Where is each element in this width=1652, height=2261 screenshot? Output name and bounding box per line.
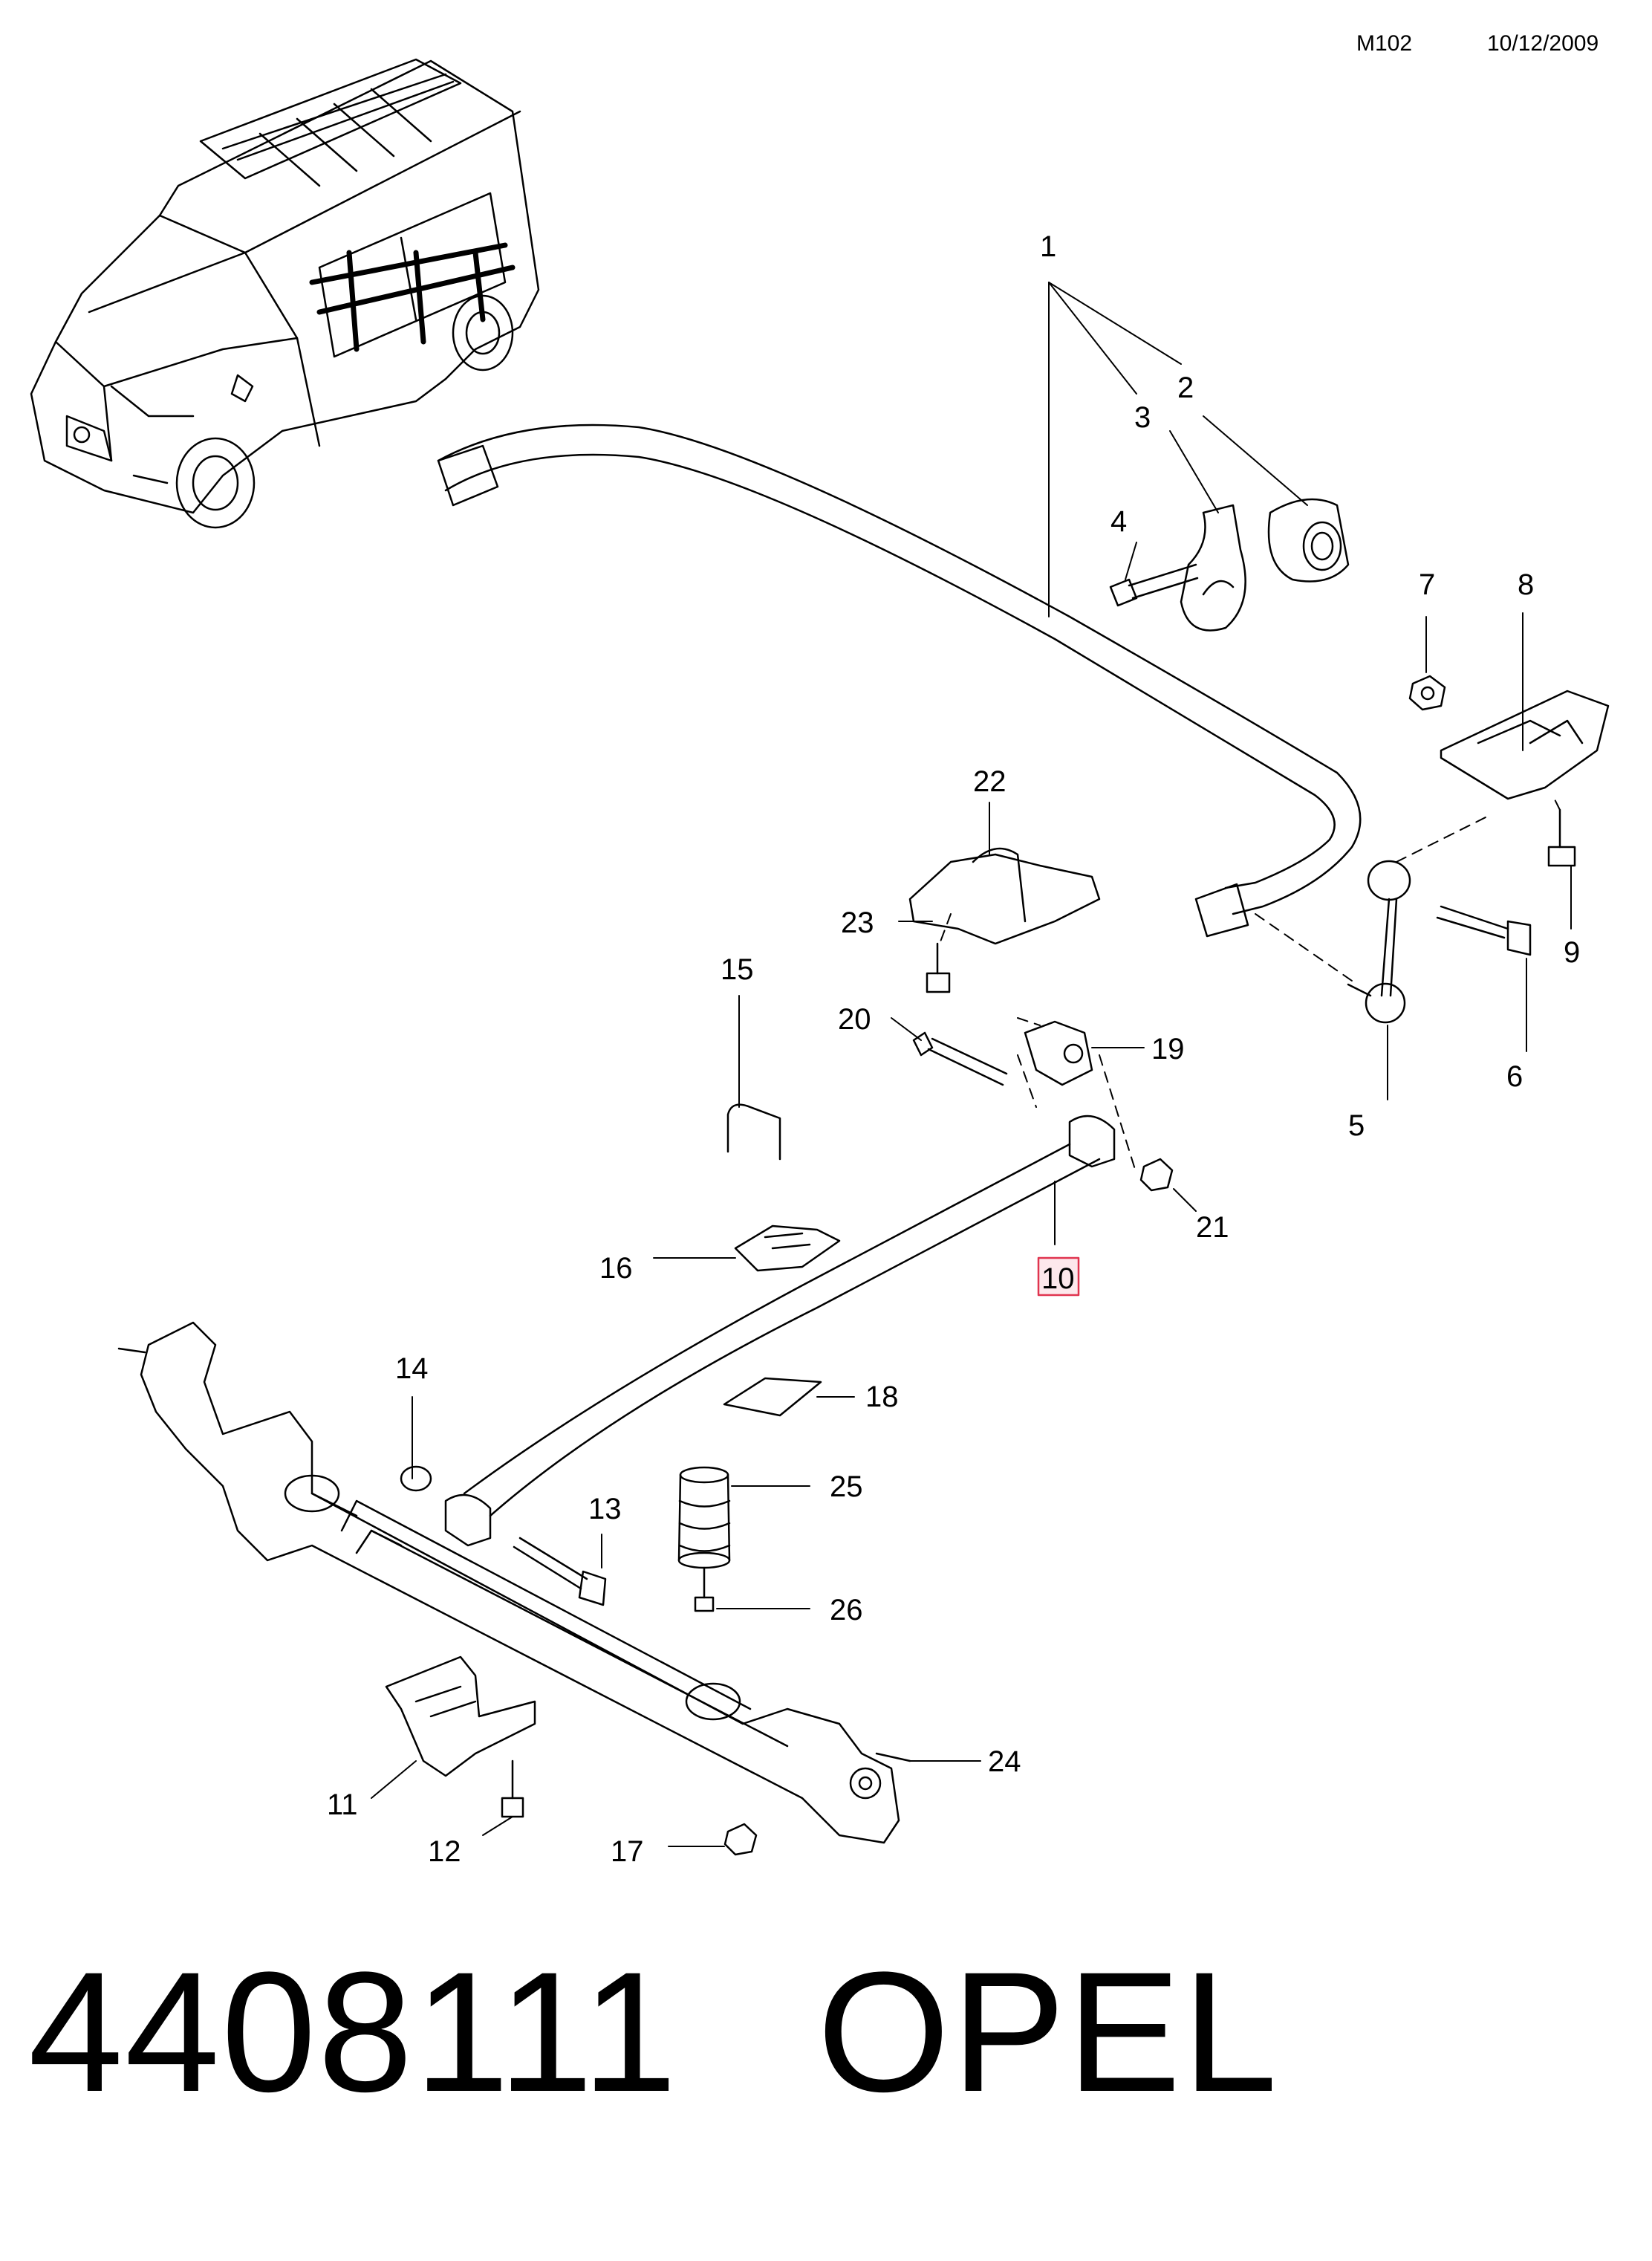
brand-name: OPEL bbox=[817, 1936, 1279, 2127]
spring-rear-bolt bbox=[513, 1537, 607, 1606]
callout-24: 24 bbox=[988, 1745, 1021, 1778]
spring-bushing bbox=[400, 1465, 432, 1492]
bump-stop-bolt bbox=[694, 1566, 715, 1612]
spring-pad bbox=[723, 1377, 822, 1417]
axle-nut bbox=[723, 1823, 758, 1856]
callout-10-highlight bbox=[1037, 1256, 1080, 1297]
callout-23: 23 bbox=[841, 906, 874, 939]
hanger-bolt bbox=[926, 942, 951, 993]
callout-6: 6 bbox=[1506, 1060, 1523, 1093]
callout-21: 21 bbox=[1196, 1211, 1229, 1244]
u-bolt bbox=[726, 1103, 781, 1161]
spring-shackle bbox=[1024, 1020, 1093, 1086]
rear-axle-beam bbox=[117, 1321, 911, 1844]
stabilizer-clamp bbox=[1180, 504, 1246, 632]
callout-16: 16 bbox=[599, 1252, 633, 1285]
link-bolt bbox=[1436, 905, 1532, 956]
spring-seat bbox=[734, 1224, 841, 1272]
callout-13: 13 bbox=[588, 1493, 622, 1525]
van-overview-illustration bbox=[30, 58, 540, 529]
callout-15: 15 bbox=[721, 953, 754, 986]
callout-22: 22 bbox=[973, 765, 1007, 798]
link-bracket bbox=[1440, 690, 1610, 800]
stabilizer-link bbox=[1347, 860, 1411, 1024]
callout-labels: 1 2 3 4 5 6 7 8 9 10 11 12 13 14 15 16 1… bbox=[327, 230, 1580, 1868]
stabilizer-bushing bbox=[1267, 498, 1350, 583]
spring-nut bbox=[1139, 1158, 1174, 1192]
spring-eye-bolt bbox=[912, 1031, 1008, 1086]
diagram-date: 10/12/2009 bbox=[1487, 31, 1599, 56]
diagram-code: M102 bbox=[1356, 31, 1413, 56]
exploded-parts-diagram: 1 2 3 4 5 6 7 8 9 10 11 12 13 14 15 16 1… bbox=[30, 58, 1610, 1868]
bump-stop bbox=[677, 1466, 731, 1569]
bracket-bolt-lower bbox=[501, 1759, 524, 1818]
stabilizer-bar bbox=[437, 424, 1362, 938]
clamp-bolt bbox=[1109, 563, 1199, 607]
callout-18: 18 bbox=[865, 1381, 899, 1413]
callout-11: 11 bbox=[327, 1788, 358, 1821]
callout-5: 5 bbox=[1348, 1109, 1365, 1142]
callout-8: 8 bbox=[1518, 568, 1534, 601]
leaf-spring bbox=[444, 1115, 1116, 1547]
callout-20: 20 bbox=[838, 1003, 871, 1036]
spring-hanger bbox=[908, 847, 1101, 945]
callout-25: 25 bbox=[830, 1470, 863, 1503]
callout-1: 1 bbox=[1040, 230, 1056, 263]
bracket-bolt bbox=[1547, 808, 1576, 867]
callout-14: 14 bbox=[395, 1352, 429, 1385]
callout-10: 10 bbox=[1041, 1262, 1075, 1295]
part-number: 4408111 bbox=[28, 1936, 679, 2127]
bracket-nut bbox=[1408, 675, 1446, 711]
callout-leader-lines bbox=[371, 282, 1572, 1847]
callout-17: 17 bbox=[611, 1835, 644, 1868]
axle-bracket bbox=[385, 1655, 536, 1777]
callout-2: 2 bbox=[1177, 372, 1194, 404]
callout-7: 7 bbox=[1419, 568, 1435, 601]
callout-9: 9 bbox=[1564, 936, 1580, 969]
callout-3: 3 bbox=[1134, 401, 1151, 434]
assembly-guide-lines bbox=[939, 794, 1561, 1175]
callout-19: 19 bbox=[1151, 1033, 1185, 1065]
callout-26: 26 bbox=[830, 1594, 863, 1626]
callout-4: 4 bbox=[1110, 505, 1127, 538]
callout-12: 12 bbox=[428, 1835, 461, 1868]
